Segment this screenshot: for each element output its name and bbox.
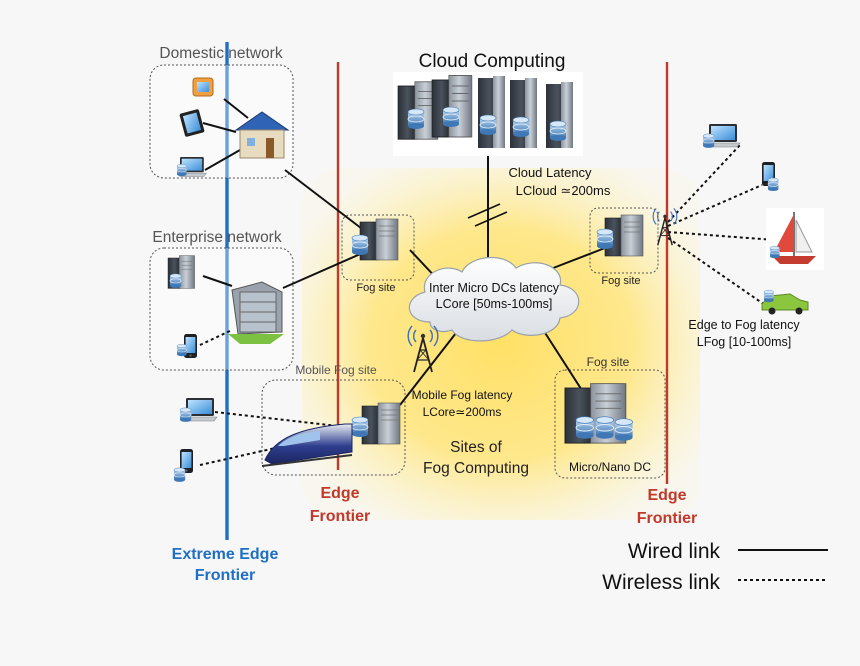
router-icon (192, 77, 214, 97)
fog-site-left-box (341, 214, 415, 281)
fog-center-line1: Sites of (450, 439, 502, 456)
core-cloud (408, 256, 580, 342)
legend: Wired link Wireless link (602, 540, 828, 594)
core-latency-value: LCore [50ms-100ms] (436, 297, 553, 311)
mobile-fog-site-title: Mobile Fog site (295, 363, 377, 377)
train-icon (261, 423, 353, 467)
cloud-latency-value: LCloud ≃200ms (516, 183, 611, 198)
edge-latency-label: Edge to Fog latency (688, 318, 800, 332)
legend-wired-label: Wired link (628, 540, 721, 563)
enterprise-phone-db-icon (176, 343, 187, 357)
link-laptop-house (204, 149, 241, 171)
edge-latency-value: LFog [10-100ms] (697, 335, 792, 349)
mobile-fog-site-box (261, 379, 406, 476)
fog-left-db-icon (351, 234, 369, 256)
domestic-network-title: Domestic network (159, 45, 282, 62)
micro-dc-db-icon-2 (595, 416, 615, 440)
extreme-edge-frontier-line1: Extreme Edge (172, 546, 279, 563)
tablet-icon (179, 109, 205, 137)
fog-site-left-label: Fog site (356, 282, 395, 294)
break-mark-2 (474, 211, 508, 227)
edge-frontier-left-line2: Frontier (310, 508, 370, 525)
mobile-fog-db-icon (351, 416, 369, 438)
mobile-latency-label: Mobile Fog latency (412, 388, 513, 402)
link-core-microdc (539, 324, 586, 396)
fog-site-bottom-label: Fog site (587, 355, 630, 369)
micro-dc-db-icon-3 (614, 418, 634, 442)
edge-frontier-left-line1: Edge (320, 485, 359, 502)
fog-center-line2: Fog Computing (423, 460, 529, 477)
boat-db-icon (769, 245, 780, 259)
car-db-icon (763, 289, 774, 303)
extreme-edge-frontier-line2: Frontier (195, 567, 255, 584)
sailboat-icon (766, 208, 824, 270)
link-antenna-phone (667, 184, 763, 227)
fog-site-right-label: Fog site (601, 275, 640, 287)
cloud-datacenter (397, 75, 573, 148)
fog-site-bottom-box (554, 369, 666, 479)
left-phone-db-icon (173, 467, 186, 483)
edge-frontier-right-line1: Edge (647, 487, 686, 504)
fog-site-right-box (589, 207, 659, 274)
right-phone-db-icon (767, 177, 779, 192)
edge-frontier-right-line2: Frontier (637, 510, 697, 527)
link-tablet-house (223, 98, 249, 119)
link-phone-house (202, 122, 237, 133)
office-building-icon (228, 281, 284, 344)
cloud-latency-label: Cloud Latency (508, 165, 592, 180)
micro-dc-db-icon-1 (575, 416, 595, 440)
right-laptop-db-icon (702, 133, 715, 149)
link-core-fogright (547, 247, 606, 271)
link-domestic-fog (284, 169, 375, 239)
house-icon (234, 111, 290, 159)
left-laptop-db-icon (179, 407, 192, 423)
core-latency-label: Inter Micro DCs latency (429, 281, 560, 295)
legend-wireless-label: Wireless link (602, 571, 720, 594)
enterprise-db-icon (169, 273, 182, 289)
micro-nano-dc-label: Micro/Nano DC (569, 460, 651, 474)
link-core-mobile (399, 332, 457, 406)
fog-right-db-icon (596, 228, 614, 250)
wired-links (202, 98, 606, 406)
mobile-latency-value: LCore≃200ms (423, 405, 502, 419)
cloud-computing-title: Cloud Computing (419, 51, 566, 72)
break-mark-1 (467, 203, 501, 219)
enterprise-network-title: Enterprise network (152, 229, 281, 246)
link-antenna-car (667, 237, 766, 306)
link-server-building (202, 275, 233, 287)
domestic-db-icon (176, 163, 187, 177)
